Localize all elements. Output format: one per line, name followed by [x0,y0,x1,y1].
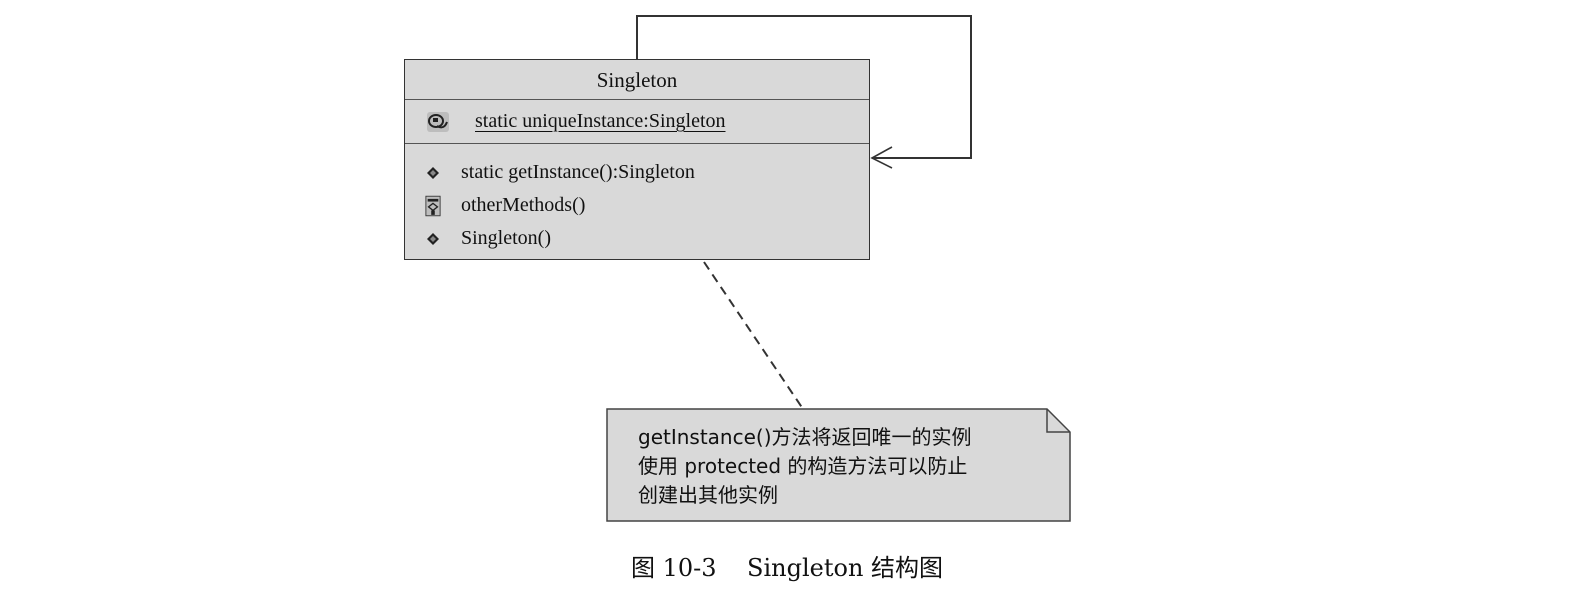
attribute-row: static uniqueInstance:Singleton [425,104,726,138]
operation-other-methods: otherMethods() [461,194,586,216]
attributes-compartment: static uniqueInstance:Singleton [405,100,869,144]
public-operation-icon [425,162,441,184]
self-association-line [636,15,972,159]
operations-compartment: static getInstance():Singleton otherMeth… [405,156,869,255]
open-arrowhead [870,146,893,169]
operation-row: Singleton() [405,222,869,255]
operation-row: static getInstance():Singleton [405,156,869,189]
operation-constructor: Singleton() [461,227,551,249]
figure-title: Singleton 结构图 [747,554,944,582]
note: getInstance()方法将返回唯一的实例 使用 protected 的构造… [607,409,1070,521]
note-anchor-line [703,261,804,410]
public-operation-icon [425,228,441,250]
attribute-unique-instance: static uniqueInstance:Singleton [475,109,726,132]
note-shape [606,408,1071,522]
note-line: 使用 protected 的构造方法可以防止 [638,454,968,478]
operation-get-instance: static getInstance():Singleton [461,161,695,183]
operation-row: otherMethods() [405,189,869,222]
class-name: Singleton [405,60,869,100]
note-text: getInstance()方法将返回唯一的实例 使用 protected 的构造… [638,423,972,510]
note-line: getInstance()方法将返回唯一的实例 [638,425,972,449]
singleton-class-box: Singleton static uniqueInstance:Singleto… [404,59,870,260]
note-fold [1046,409,1070,433]
static-attribute-icon [425,108,451,134]
protected-operation-icon [425,195,441,217]
figure-number: 图 10-3 [630,554,717,582]
note-line: 创建出其他实例 [638,483,778,507]
figure-caption: 图 10-3 Singleton 结构图 [0,548,1574,583]
